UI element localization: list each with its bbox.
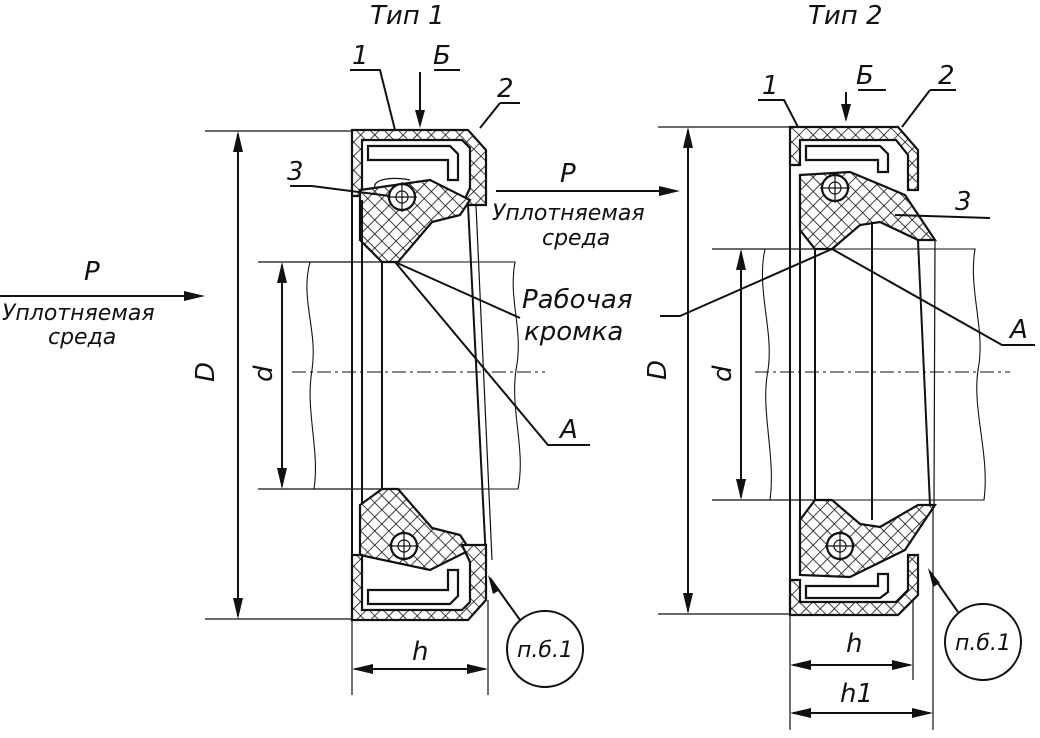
type2-pressure-P: P <box>560 159 576 189</box>
type2-label-2: 2 <box>938 61 955 91</box>
type2-dim-d: d <box>708 365 738 382</box>
type1-dim-h: h <box>412 637 428 667</box>
type1-note: п.б.1 <box>517 638 573 663</box>
type2-title: Тип 2 <box>808 1 883 31</box>
working-edge-line2: кромка <box>524 317 623 347</box>
type2-medium-line2: среда <box>542 226 610 251</box>
type1-drawing: Тип 1 D d <box>0 1 590 695</box>
type2-label-1: 1 <box>762 71 779 101</box>
type2-dim-D: D <box>643 360 673 380</box>
type1-label-B: Б <box>433 41 451 71</box>
type2-label-A: A <box>1008 315 1028 345</box>
type1-label-2: 2 <box>497 74 514 104</box>
type1-label-1: 1 <box>352 41 369 71</box>
type2-note: п.б.1 <box>955 631 1011 656</box>
type2-label-B: Б <box>856 61 874 91</box>
type1-medium-line1: Уплотняемая <box>2 301 155 326</box>
type2-medium-line1: Уплотняемая <box>492 201 645 226</box>
type1-dim-d: d <box>249 365 279 382</box>
type2-dim-h1: h1 <box>840 679 873 709</box>
type1-label-3: 3 <box>287 157 304 187</box>
type2-drawing: Тип 2 D d <box>492 1 1035 730</box>
type2-label-3: 3 <box>955 187 972 217</box>
type2-dim-h: h <box>846 629 862 659</box>
type1-dim-D: D <box>191 362 221 382</box>
type1-title: Тип 1 <box>370 1 445 31</box>
working-edge-callout: Рабочая кромка <box>394 248 833 347</box>
type1-label-A: A <box>558 415 578 445</box>
type1-medium-line2: среда <box>48 325 116 350</box>
working-edge-line1: Рабочая <box>522 285 633 315</box>
type1-pressure-P: P <box>84 257 100 287</box>
